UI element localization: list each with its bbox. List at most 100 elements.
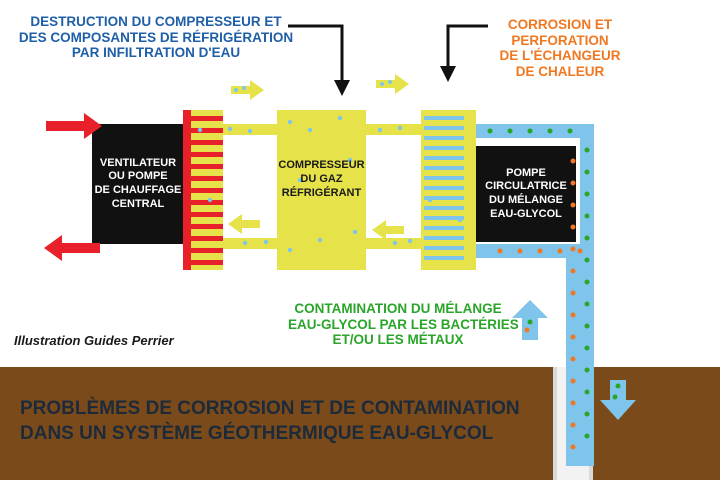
contaminant-dot xyxy=(570,224,576,230)
contaminant-dot xyxy=(570,180,576,186)
condenser-fin xyxy=(191,176,223,181)
exchanger-fin xyxy=(424,166,464,170)
contaminant-dot xyxy=(547,128,553,134)
condenser-fin xyxy=(191,212,223,217)
contaminant-dot xyxy=(570,444,576,450)
contaminant-dot xyxy=(584,433,590,439)
refrigerant-dot xyxy=(287,247,293,253)
condenser-fin xyxy=(191,164,223,169)
contaminant-dot xyxy=(577,248,583,254)
contaminant-dot xyxy=(584,213,590,219)
contaminant-dot xyxy=(584,169,590,175)
refrigerant-dot xyxy=(377,127,383,133)
contaminant-dot xyxy=(570,356,576,362)
refrigerant-dot xyxy=(287,119,293,125)
contaminant-dot xyxy=(507,128,513,134)
contaminant-dot xyxy=(584,147,590,153)
fan-box-label: VENTILATEUR OU POMPE DE CHAUFFAGE CENTRA… xyxy=(94,156,182,210)
fan-box xyxy=(92,124,184,244)
contaminant-dot xyxy=(584,257,590,263)
contaminant-dot xyxy=(570,202,576,208)
refrigerant-dot xyxy=(337,115,343,121)
condenser-fin xyxy=(191,188,223,193)
contaminant-dot xyxy=(537,248,543,254)
refrigerant-dot xyxy=(197,127,203,133)
air-in-arrow xyxy=(46,113,102,139)
contaminant-dot xyxy=(570,378,576,384)
refrigerant-dot xyxy=(427,197,433,203)
contaminant-dot xyxy=(570,422,576,428)
exchanger-fin xyxy=(424,226,464,230)
refrigerant-dot xyxy=(347,157,353,163)
contaminant-dot xyxy=(570,312,576,318)
contaminant-dot xyxy=(584,279,590,285)
condenser-fin xyxy=(191,248,223,253)
exchanger-fin xyxy=(424,126,464,130)
refrigerant-dot xyxy=(247,128,253,134)
contaminant-dot xyxy=(557,248,563,254)
pipe-top-right xyxy=(366,124,421,135)
exchanger-fin xyxy=(424,136,464,140)
contaminant-dot xyxy=(584,191,590,197)
contaminant-dot xyxy=(570,400,576,406)
contaminant-dot xyxy=(570,246,576,252)
glycol-pipe xyxy=(476,124,594,466)
flow-arrow-bottom-left xyxy=(228,214,260,234)
refrigerant-dot xyxy=(457,217,463,223)
refrigerant-dot xyxy=(263,239,269,245)
exchanger-fin xyxy=(424,116,464,120)
condenser-fin xyxy=(191,200,223,205)
refrigerant-dot xyxy=(297,177,303,183)
contaminant-dot xyxy=(567,128,573,134)
contaminant-dot xyxy=(570,268,576,274)
compressor-label: COMPRESSEUR DU GAZ RÉFRIGÉRANT xyxy=(278,159,365,199)
refrigerant-dot xyxy=(317,237,323,243)
refrigerant-dot xyxy=(242,240,248,246)
contaminant-dot xyxy=(584,367,590,373)
contaminant-dot xyxy=(570,334,576,340)
refrigerant-dot xyxy=(227,126,233,132)
diagram-title: PROBLÈMES DE CORROSION ET DE CONTAMINATI… xyxy=(20,398,520,444)
exchanger-fin xyxy=(424,146,464,150)
refrigerant-dot xyxy=(307,127,313,133)
callout-arrow-exchanger xyxy=(440,24,488,82)
exchanger-fin xyxy=(424,236,464,240)
condenser-fin xyxy=(191,236,223,241)
compressor-box xyxy=(277,110,366,270)
contamination-down-arrow xyxy=(600,380,636,420)
contaminant-dot xyxy=(584,345,590,351)
contaminant-dot xyxy=(487,128,493,134)
contaminant-dot xyxy=(570,158,576,164)
exchanger-fin xyxy=(424,216,464,220)
contaminant-dot xyxy=(570,290,576,296)
contaminant-dot xyxy=(584,389,590,395)
exchanger-fin xyxy=(424,156,464,160)
exchanger-fin xyxy=(424,196,464,200)
condenser-fin xyxy=(191,140,223,145)
refrigerant-dot xyxy=(392,240,398,246)
contamination-label: CONTAMINATION DU MÉLANGE EAU-GLYCOL PAR … xyxy=(288,301,519,348)
flow-arrow-top-right xyxy=(376,74,409,94)
contaminant-dot xyxy=(584,301,590,307)
illustration-credit: Illustration Guides Perrier xyxy=(14,333,174,348)
contaminant-dot xyxy=(584,235,590,241)
condenser-fin xyxy=(191,260,223,265)
callout-arrow-compressor xyxy=(288,24,350,96)
destruction-label: DESTRUCTION DU COMPRESSEUR ET DES COMPOS… xyxy=(18,14,294,61)
exchanger-fin xyxy=(424,256,464,260)
condenser-fin xyxy=(191,224,223,229)
air-out-arrow xyxy=(44,235,100,261)
pipe-bottom-left xyxy=(222,238,277,249)
pump-label: POMPE CIRCULATRICE DU MÉLANGE EAU-GLYCOL xyxy=(485,166,567,220)
exchanger-fin xyxy=(424,246,464,250)
exchanger-fin xyxy=(424,206,464,210)
contaminant-dot xyxy=(517,248,523,254)
exchanger-fin xyxy=(424,186,464,190)
exchanger-fin xyxy=(424,176,464,180)
pump-box xyxy=(476,146,576,242)
condenser-fin xyxy=(191,116,223,121)
condenser-fin xyxy=(191,152,223,157)
refrigerant-dot xyxy=(407,238,413,244)
flow-arrow-top-left xyxy=(231,80,264,100)
